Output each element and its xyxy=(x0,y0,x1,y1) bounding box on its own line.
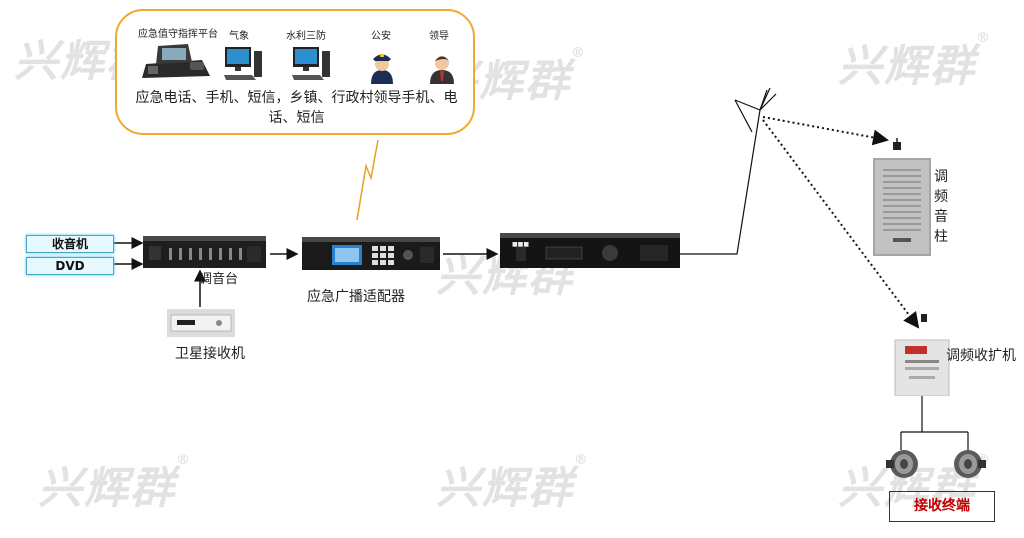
cloud-item-label: 应急值守指挥平台 xyxy=(138,29,218,40)
desktop-computer-icon xyxy=(292,47,330,80)
svg-text:■■■: ■■■ xyxy=(512,241,529,248)
fm-receiver-amplifier-icon xyxy=(894,314,950,396)
dvd-source-box: DVD xyxy=(26,257,114,275)
cloud-description-text: 应急电话、手机、短信，乡镇、行政村领导手机、电话、短信 xyxy=(135,90,458,126)
fm-column-speaker-icon xyxy=(873,138,931,256)
wireless-link-to-column xyxy=(762,116,889,146)
mixer-device-icon xyxy=(143,236,266,268)
transmit-antenna-icon xyxy=(734,87,777,133)
wireless-link-to-amplifier xyxy=(762,119,920,329)
police-officer-icon xyxy=(371,54,393,84)
transmitter-to-antenna-line xyxy=(680,109,761,255)
satellite-receiver-icon xyxy=(167,309,235,337)
emergency-adapter-label: 应急广播适配器 xyxy=(307,289,405,305)
emergency-adapter-device-icon xyxy=(302,237,440,270)
horn-speaker-icon xyxy=(954,450,986,478)
cloud-item-label: 气象 xyxy=(229,31,249,42)
radio-source-box: 收音机 xyxy=(26,235,114,253)
cloud-item-label: 水利三防 xyxy=(286,31,326,42)
desktop-computer-icon xyxy=(224,47,262,80)
mixer-label: 调音台 xyxy=(199,272,239,287)
leader-person-icon xyxy=(430,56,454,84)
watermark: 兴辉群® xyxy=(38,452,192,514)
fm-transmitter-device-icon: ■■■ xyxy=(500,233,680,268)
cloud-item-label: 公安 xyxy=(371,31,391,42)
satellite-receiver-label: 卫星接收机 xyxy=(175,346,245,362)
fm-receiver-amplifier-label: 调频收扩机 xyxy=(946,348,1016,364)
telephone-console-icon xyxy=(142,44,210,78)
lightning-bolt-icon xyxy=(356,139,379,221)
horn-speaker-icon xyxy=(886,450,918,478)
command-platform-bubble xyxy=(115,9,475,135)
fm-column-speaker-label: 调频音柱 xyxy=(934,169,948,245)
watermark: 兴辉群® xyxy=(838,30,992,92)
cloud-item-label: 领导 xyxy=(429,31,449,42)
watermark: 兴辉群® xyxy=(436,452,590,514)
receiving-terminal-box: 接收终端 xyxy=(889,491,995,522)
